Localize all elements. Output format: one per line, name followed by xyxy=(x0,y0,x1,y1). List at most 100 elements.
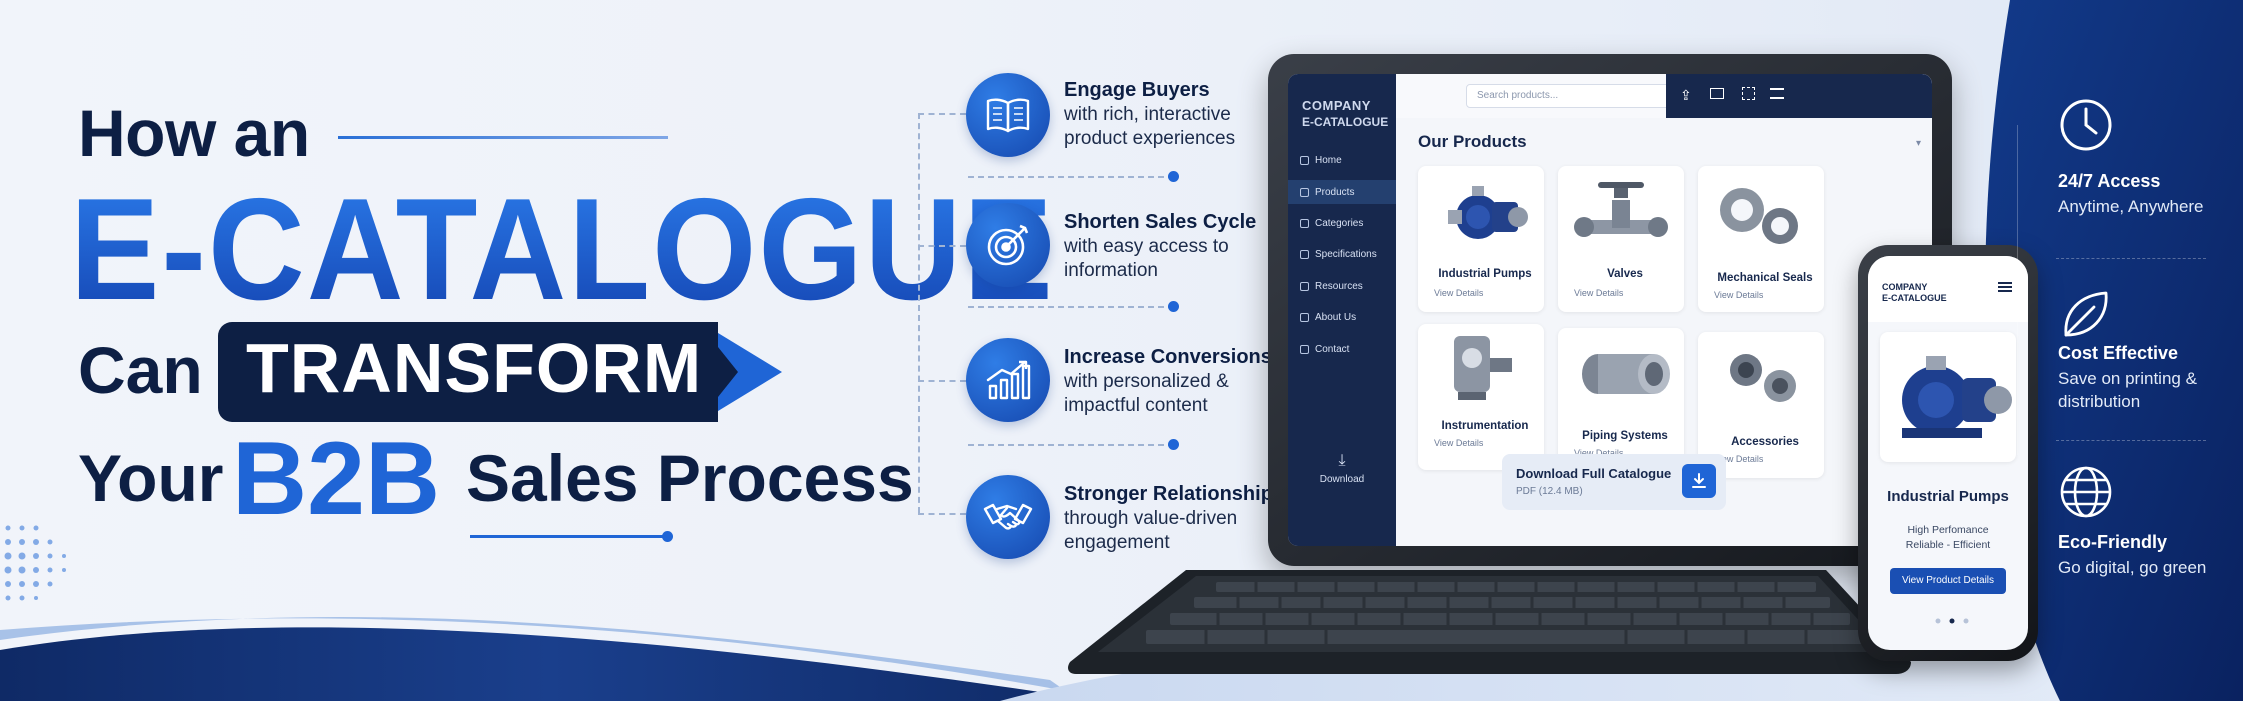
product-card[interactable]: Industrial Pumps View Details xyxy=(1418,166,1544,312)
feature-separator xyxy=(2056,258,2206,259)
transform-arrow xyxy=(698,322,738,422)
sidebar-item-label: About Us xyxy=(1315,311,1357,323)
clock-icon xyxy=(2060,99,2112,151)
open-book-icon xyxy=(966,73,1050,157)
view-details-link[interactable]: View Details xyxy=(1434,438,1484,448)
benefit-separator xyxy=(968,444,1174,446)
target-icon xyxy=(966,203,1050,287)
carousel-dots[interactable] xyxy=(1932,618,1972,624)
phone-logo-company: COMPANY xyxy=(1882,282,1928,292)
products-icon xyxy=(1300,187,1309,197)
feature-separator xyxy=(2056,440,2206,441)
product-name: Valves xyxy=(1607,268,1643,280)
keyboard xyxy=(1068,570,1911,674)
headline-bottom-dot xyxy=(662,531,673,542)
feature-desc: Anytime, Anywhere xyxy=(2058,197,2204,216)
product-card[interactable]: Valves View Details xyxy=(1558,166,1684,312)
product-card[interactable]: Accessories View Details xyxy=(1698,332,1824,478)
headline-e-catalogue: E-CATALOGUE xyxy=(70,169,1055,331)
headline-your: Your xyxy=(78,441,224,515)
benefit-title: Engage Buyers xyxy=(1064,79,1210,101)
industrial-pump-image xyxy=(1902,356,2012,438)
section-title: Our Products xyxy=(1418,132,1527,151)
sidebar-item-about-us[interactable]: About Us xyxy=(1288,305,1396,329)
categories-icon xyxy=(1300,218,1309,228)
mechanical-seal-image xyxy=(1720,188,1798,244)
phone-product-image-card xyxy=(1880,332,2016,462)
view-details-link[interactable]: View Details xyxy=(1714,454,1764,464)
mail-icon[interactable] xyxy=(1710,88,1724,99)
sidebar-item-specifications[interactable]: Specifications xyxy=(1288,242,1396,266)
right-panel-divider xyxy=(2017,125,2018,455)
sidebar-item-resources[interactable]: Resources xyxy=(1288,274,1396,298)
phone-product-desc: High Perfomance xyxy=(1907,524,1989,536)
benefit-separator-dot xyxy=(1168,301,1179,312)
catalogue-sidebar: COMPANY E-CATALOGUE Home Products Catego… xyxy=(1288,74,1396,546)
product-card[interactable]: Instrumentation View Details xyxy=(1418,324,1544,470)
about-icon xyxy=(1300,312,1309,322)
accessories-image xyxy=(1730,354,1796,402)
download-catalogue-title: Download Full Catalogue xyxy=(1516,466,1672,481)
phone-product-desc: Reliable - Efficient xyxy=(1905,539,1991,551)
transform-pill xyxy=(218,322,718,422)
sidebar-item-label: Categories xyxy=(1315,217,1364,229)
sidebar-item-contact[interactable]: Contact xyxy=(1288,337,1396,361)
headline-transform: TRANSFORM xyxy=(246,329,703,407)
headline-sales-process: Sales Process xyxy=(466,441,914,515)
benefit-separator xyxy=(968,306,1174,308)
chevron-down-icon[interactable]: ▾ xyxy=(1916,138,1922,149)
sidebar-item-label: Contact xyxy=(1315,343,1350,355)
valve-image xyxy=(1574,182,1668,237)
growth-chart-icon xyxy=(966,338,1050,422)
share-icon[interactable]: ⇪ xyxy=(1680,87,1692,103)
phone-product-name: Industrial Pumps xyxy=(1887,488,2009,505)
product-card[interactable]: Piping Systems View Details xyxy=(1558,328,1684,474)
headline-b2b: B2B xyxy=(232,421,441,537)
sidebar-item-categories[interactable]: Categories xyxy=(1288,211,1396,235)
headline-bottom-rule xyxy=(470,535,665,538)
feature-title: Cost Effective xyxy=(2058,343,2179,363)
product-card[interactable]: Mechanical Seals View Details xyxy=(1698,166,1824,312)
sidebar-item-products[interactable]: Products xyxy=(1288,180,1396,204)
sidebar-item-label: Products xyxy=(1315,186,1355,198)
download-catalogue-box[interactable]: Download Full Catalogue PDF (12.4 MB) xyxy=(1502,454,1726,510)
dots-decoration xyxy=(4,525,66,601)
resources-icon xyxy=(1300,281,1309,291)
sidebar-item-home[interactable]: Home xyxy=(1288,148,1396,172)
view-product-details-button[interactable]: View Product Details xyxy=(1890,568,2006,594)
feature-desc: Save on printing & distribution xyxy=(2058,369,2197,411)
benefit-connector xyxy=(918,113,966,115)
benefit-separator-dot xyxy=(1168,171,1179,182)
menu-icon[interactable] xyxy=(1770,88,1784,99)
benefit-title: Shorten Sales Cycle xyxy=(1064,211,1257,233)
logo-e-catalogue: E-CATALOGUE xyxy=(1302,115,1389,129)
view-details-link[interactable]: View Details xyxy=(1434,288,1484,298)
headline-can: Can xyxy=(78,333,203,407)
hamburger-menu-icon[interactable] xyxy=(1998,282,2012,292)
handshake-icon xyxy=(966,475,1050,559)
download-button[interactable] xyxy=(1682,464,1716,498)
product-name: Instrumentation xyxy=(1441,420,1529,432)
product-name: Piping Systems xyxy=(1582,430,1668,442)
benefit-separator xyxy=(968,176,1174,178)
view-details-link[interactable]: View Details xyxy=(1714,290,1764,300)
piping-systems-image xyxy=(1582,354,1670,394)
feature-desc: Go digital, go green xyxy=(2058,558,2207,577)
sidebar-download[interactable]: ⤓ Download xyxy=(1288,452,1396,485)
headline-how-an: How an xyxy=(78,96,310,170)
feature-title: Eco-Friendly xyxy=(2058,532,2168,552)
contact-icon xyxy=(1300,344,1309,354)
phone-logo-e-catalogue: E-CATALOGUE xyxy=(1882,293,1947,303)
leaf-icon xyxy=(2064,291,2108,337)
specifications-icon xyxy=(1300,249,1309,259)
headline-rule xyxy=(338,136,668,139)
benefit-desc: with personalized & impactful content xyxy=(1064,371,1229,416)
fullscreen-icon[interactable] xyxy=(1742,87,1755,100)
toolbar-actions: ⇪ xyxy=(1666,74,1932,118)
view-details-link[interactable]: View Details xyxy=(1574,448,1624,458)
phone-header: COMPANY E-CATALOGUE xyxy=(1868,256,2028,322)
product-name: Mechanical Seals xyxy=(1717,272,1813,284)
view-details-link[interactable]: View Details xyxy=(1574,288,1624,298)
tablet-screen: COMPANY E-CATALOGUE Home Products Catego… xyxy=(1288,74,1932,546)
home-icon xyxy=(1300,155,1309,165)
